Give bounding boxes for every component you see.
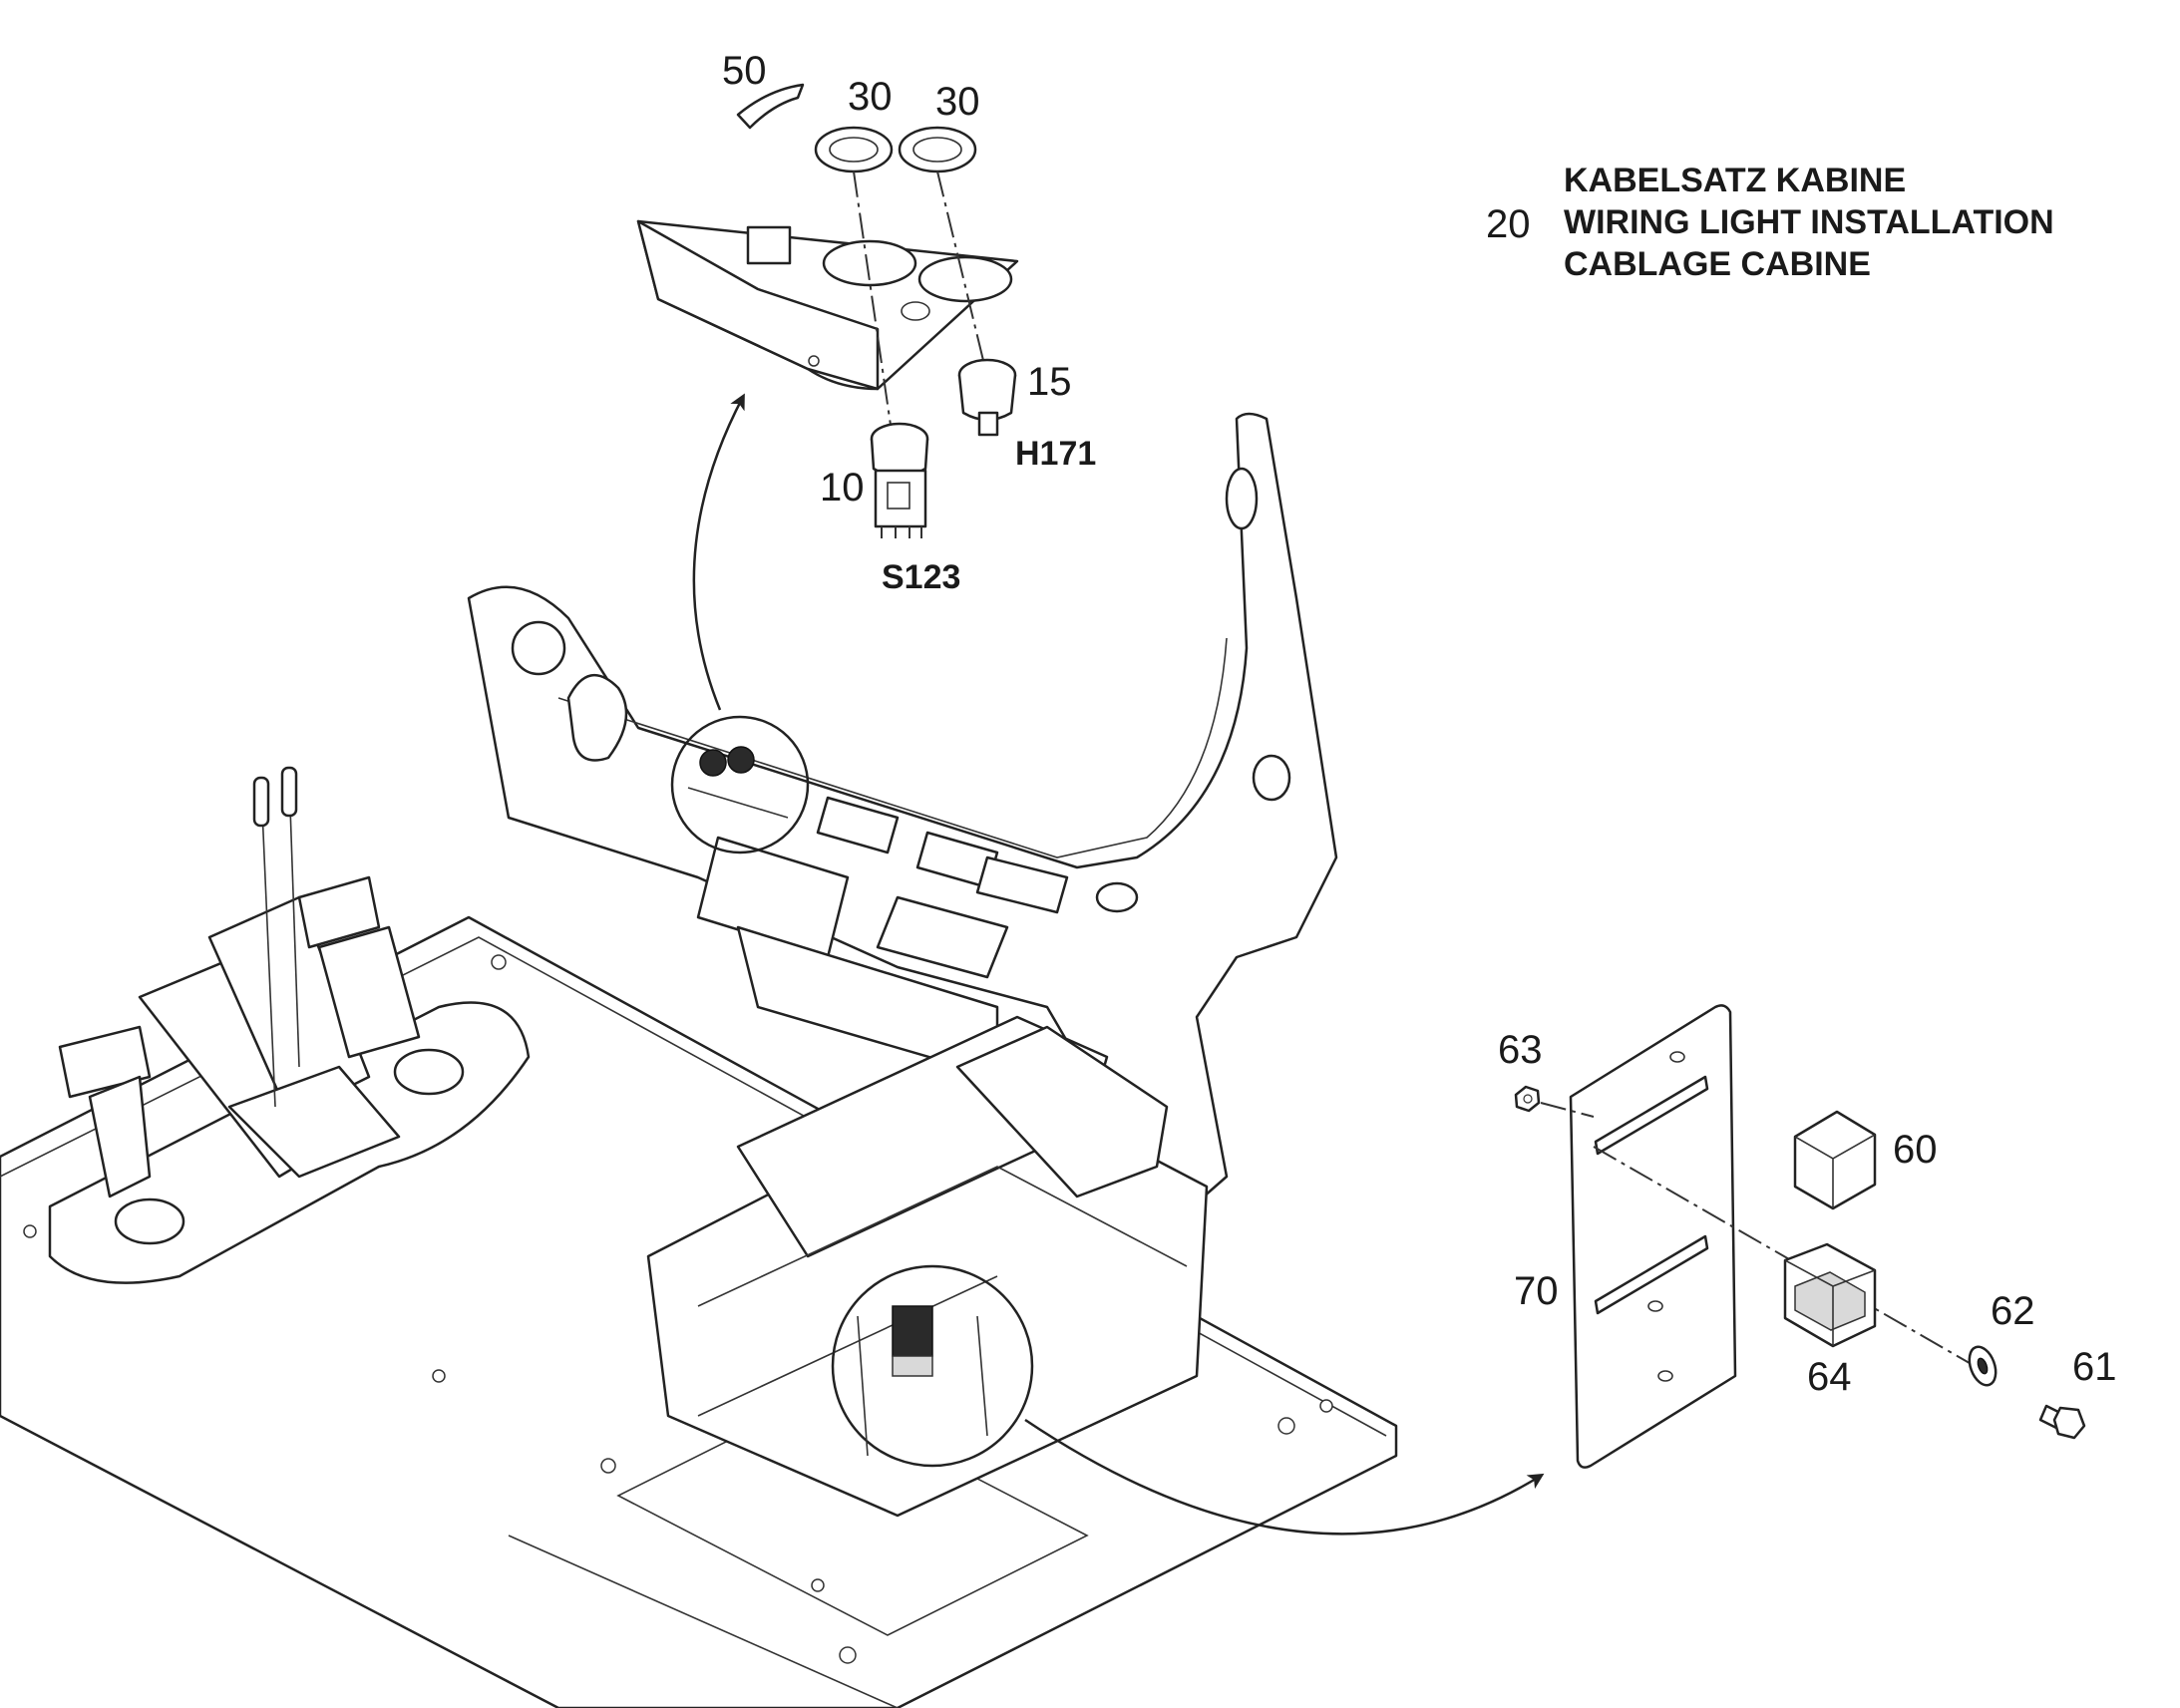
- ring-30-left: [814, 126, 894, 173]
- arrow-to-switch-panel: [692, 393, 745, 711]
- title-line-en: WIRING LIGHT INSTALLATION: [1564, 203, 2054, 241]
- callout-30-right: 30: [935, 80, 980, 124]
- callout-63: 63: [1498, 1028, 1543, 1072]
- curved-arrow-50: [736, 83, 805, 130]
- ring-30-right: [898, 126, 977, 173]
- seat-console: [646, 1015, 1209, 1518]
- callout-62: 62: [1991, 1289, 2035, 1333]
- callout-70: 70: [1514, 1269, 1559, 1313]
- callout-10: 10: [820, 466, 865, 510]
- switch-panel-cover: [636, 219, 1019, 391]
- nut-63: [1514, 1085, 1541, 1113]
- control-levers: [252, 766, 300, 1108]
- pedal-right: [297, 875, 421, 1059]
- indicator-lamp-h171: [957, 358, 1017, 437]
- detail-circle-relay: [831, 1264, 1034, 1468]
- relay-socket-64: [1783, 1242, 1877, 1348]
- detail-circle-switch-panel: [670, 715, 810, 854]
- label-h171: H171: [1015, 435, 1096, 473]
- title-item-number: 20: [1486, 202, 1531, 246]
- callout-30-left: 30: [848, 75, 893, 119]
- title-line-fr: CABLAGE CABINE: [1564, 245, 1871, 283]
- callout-60: 60: [1893, 1128, 1938, 1172]
- callout-61: 61: [2072, 1345, 2117, 1389]
- callout-64: 64: [1807, 1355, 1852, 1399]
- bolt-61: [2038, 1404, 2086, 1440]
- title-line-de: KABELSATZ KABINE: [1564, 162, 1906, 199]
- washer-62: [1968, 1345, 1998, 1387]
- title-block: 20 KABELSATZ KABINE WIRING LIGHT INSTALL…: [1486, 162, 2054, 283]
- cab-front-frame: [467, 412, 1338, 1248]
- callout-50: 50: [722, 49, 767, 93]
- pedal-middle: [207, 895, 401, 1179]
- relay-60: [1793, 1110, 1877, 1210]
- callout-15: 15: [1027, 360, 1072, 404]
- mounting-plate-70: [1569, 1004, 1737, 1469]
- switch-s123: [870, 422, 929, 538]
- label-s123: S123: [882, 558, 960, 596]
- arrow-to-relay-plate: [1024, 1418, 1545, 1536]
